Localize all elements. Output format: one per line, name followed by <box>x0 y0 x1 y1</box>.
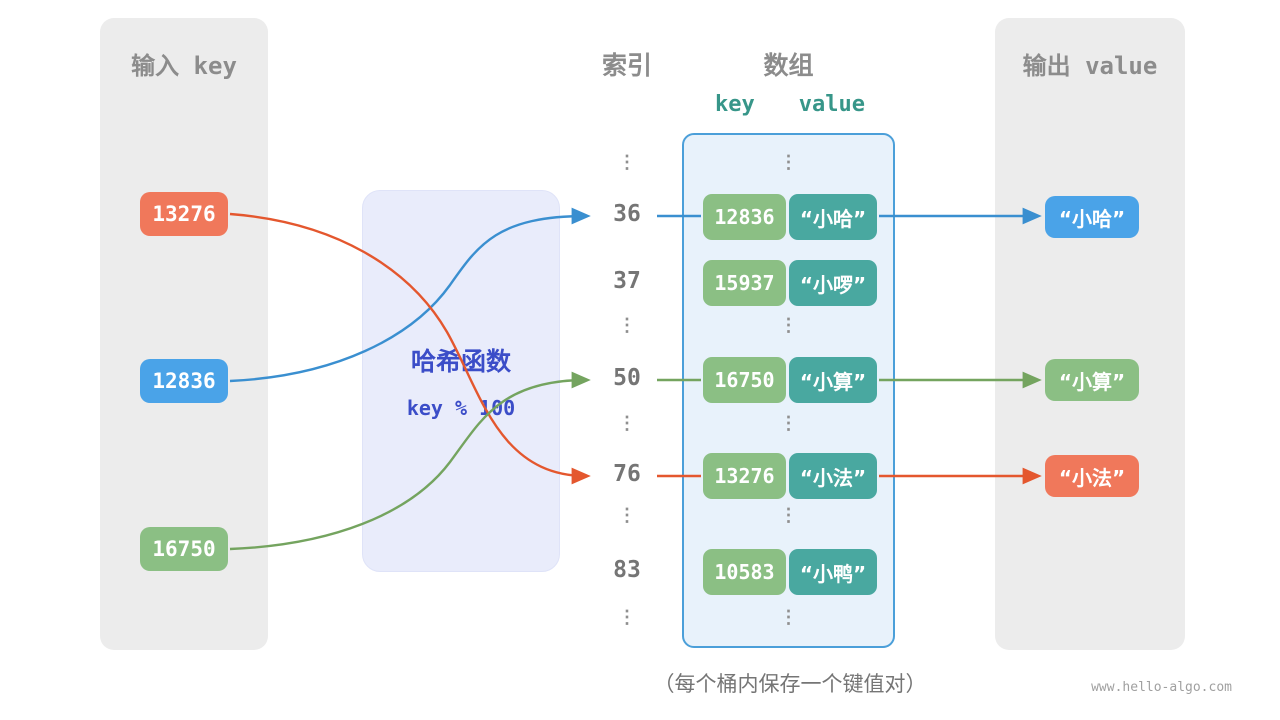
bucket-key: 12836 <box>703 194 786 240</box>
hash-function-box: 哈希函数 key % 100 <box>362 190 560 572</box>
bucket-row-50: 16750 “小算” <box>703 357 877 403</box>
index-76: 76 <box>613 461 641 487</box>
index-ellipsis: ⋮ <box>618 152 636 173</box>
index-83: 83 <box>613 557 641 583</box>
diagram-caption: （每个桶内保存一个键值对） <box>653 672 927 696</box>
key-value-header: key value <box>703 92 877 117</box>
array-column-title: 数组 <box>763 51 814 80</box>
bucket-value: “小啰” <box>789 260 877 306</box>
input-key-13276: 13276 <box>140 192 228 236</box>
array-ellipsis: ⋮ <box>779 152 798 173</box>
output-value-xiaoha: “小哈” <box>1045 196 1139 238</box>
array-ellipsis: ⋮ <box>779 505 798 526</box>
index-ellipsis: ⋮ <box>618 505 636 526</box>
bucket-row-37: 15937 “小啰” <box>703 260 877 306</box>
bucket-value: “小鸭” <box>789 549 877 595</box>
input-key-title: 输入 key <box>131 52 237 80</box>
output-value-title: 输出 value <box>1022 52 1158 80</box>
value-header-label: value <box>798 92 865 117</box>
bucket-key: 13276 <box>703 453 786 499</box>
bucket-value: “小哈” <box>789 194 877 240</box>
bucket-value: “小法” <box>789 453 877 499</box>
watermark: www.hello-algo.com <box>1091 680 1232 695</box>
bucket-row-36: 12836 “小哈” <box>703 194 877 240</box>
output-value-xiaosuan: “小算” <box>1045 359 1139 401</box>
array-ellipsis: ⋮ <box>779 607 798 628</box>
input-key-16750: 16750 <box>140 527 228 571</box>
bucket-key: 16750 <box>703 357 786 403</box>
index-ellipsis: ⋮ <box>618 413 636 434</box>
output-value-xiaofa: “小法” <box>1045 455 1139 497</box>
index-ellipsis: ⋮ <box>618 315 636 336</box>
hash-function-formula: key % 100 <box>406 396 516 420</box>
index-column-title: 索引 <box>601 51 652 80</box>
array-ellipsis: ⋮ <box>779 315 798 336</box>
key-header-label: key <box>715 92 755 117</box>
bucket-row-76: 13276 “小法” <box>703 453 877 499</box>
index-50: 50 <box>613 365 641 391</box>
bucket-key: 15937 <box>703 260 786 306</box>
input-key-12836: 12836 <box>140 359 228 403</box>
index-36: 36 <box>613 201 641 227</box>
hash-function-title: 哈希函数 <box>410 347 511 376</box>
bucket-key: 10583 <box>703 549 786 595</box>
index-ellipsis: ⋮ <box>618 607 636 628</box>
index-37: 37 <box>613 268 641 294</box>
bucket-row-83: 10583 “小鸭” <box>703 549 877 595</box>
output-value-panel <box>995 18 1185 650</box>
array-ellipsis: ⋮ <box>779 413 798 434</box>
bucket-value: “小算” <box>789 357 877 403</box>
